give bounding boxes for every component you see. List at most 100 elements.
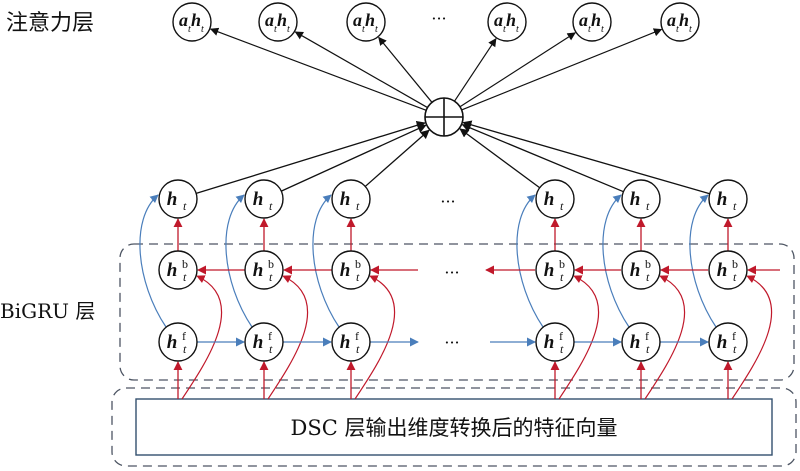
- hidden-state-node-symbol: h: [717, 189, 728, 210]
- forward-state-node-superscript: f: [732, 329, 736, 343]
- hidden-state-node-subscript: t: [183, 199, 187, 213]
- forward-state-node-symbol: h: [167, 332, 178, 353]
- forward-state-node-symbol: h: [717, 332, 728, 353]
- input-to-backward-curve: [644, 275, 686, 400]
- sum-to-attention-arrow: [461, 28, 663, 111]
- attention-hidden-symbol: h: [679, 10, 689, 30]
- hidden-state-node-subscript: t: [560, 199, 564, 213]
- attention-weight-symbol: a: [494, 10, 503, 30]
- forward-state-node-superscript: f: [268, 329, 272, 343]
- attention-hidden-subscript: t: [516, 24, 519, 35]
- forward-state-node-symbol: h: [630, 332, 641, 353]
- backward-state-node-superscript: b: [182, 257, 188, 271]
- attention-weight-subscript: t: [588, 24, 591, 35]
- hidden-to-sum-arrow: [462, 120, 710, 195]
- forward-state-node-superscript: f: [355, 329, 359, 343]
- sum-to-attention-arrow: [459, 32, 576, 108]
- forward-state-node-subscript: t: [183, 342, 187, 356]
- backward-state-node-symbol: h: [253, 260, 264, 281]
- hidden-state-node-symbol: h: [340, 189, 351, 210]
- attention-weight-subscript: t: [503, 24, 506, 35]
- ellipsis-attention: ···: [431, 9, 446, 28]
- attention-weight-subscript: t: [274, 24, 277, 35]
- backward-state-node-subscript: t: [269, 270, 273, 284]
- backward-state-node-superscript: b: [559, 257, 565, 271]
- hidden-state-node-subscript: t: [356, 199, 360, 213]
- hidden-state-node-subscript: t: [733, 199, 737, 213]
- backward-state-node-subscript: t: [560, 270, 564, 284]
- sum-to-attention-arrow: [209, 27, 427, 111]
- forward-to-hidden-curve: [516, 194, 544, 328]
- hidden-to-sum-arrow: [281, 124, 427, 192]
- forward-state-node-superscript: f: [559, 329, 563, 343]
- backward-state-node-subscript: t: [356, 270, 360, 284]
- backward-state-node-symbol: h: [340, 260, 351, 281]
- attention-weight-subscript: t: [188, 24, 191, 35]
- attention-hidden-symbol: h: [365, 10, 375, 30]
- backward-state-node-superscript: b: [732, 257, 738, 271]
- input-to-backward-curve: [267, 275, 309, 400]
- forward-to-hidden-curve: [225, 194, 253, 328]
- input-to-backward-curve: [354, 275, 396, 400]
- ellipsis-hidden: ···: [440, 192, 455, 211]
- attention-hidden-subscript: t: [689, 24, 692, 35]
- sum-to-attention-arrow: [454, 37, 497, 102]
- attention-layer-label: 注意力层: [6, 11, 94, 36]
- hidden-to-sum-arrow: [195, 120, 426, 195]
- ellipsis-forward: ···: [444, 333, 459, 352]
- input-to-backward-curve: [181, 275, 223, 400]
- bigru-layer-box: [119, 243, 795, 381]
- backward-state-node-subscript: t: [646, 270, 650, 284]
- ellipsis-backward: ···: [444, 263, 459, 282]
- forward-state-node-superscript: f: [182, 329, 186, 343]
- attention-weight-symbol: a: [265, 10, 274, 30]
- backward-state-node-subscript: t: [733, 270, 737, 284]
- attention-weight-symbol: a: [667, 10, 676, 30]
- forward-state-node-subscript: t: [269, 342, 273, 356]
- backward-state-node-superscript: b: [645, 257, 651, 271]
- backward-state-node-symbol: h: [167, 260, 178, 281]
- attention-weight-subscript: t: [676, 24, 679, 35]
- forward-to-hidden-curve: [602, 194, 630, 328]
- sum-node: [424, 97, 464, 137]
- dsc-output-label: DSC 层输出维度转换后的特征向量: [291, 416, 618, 440]
- sum-to-attention-arrow: [378, 36, 433, 103]
- forward-to-hidden-curve: [312, 194, 340, 328]
- forward-state-node-subscript: t: [646, 342, 650, 356]
- forward-state-node-symbol: h: [340, 332, 351, 353]
- sum-to-attention-arrow: [294, 31, 428, 109]
- attention-hidden-symbol: h: [591, 10, 601, 30]
- input-to-backward-curve: [558, 275, 600, 400]
- attention-hidden-symbol: h: [191, 10, 201, 30]
- dsc-output-box: [135, 398, 773, 456]
- attention-hidden-subscript: t: [201, 24, 204, 35]
- forward-state-node-subscript: t: [356, 342, 360, 356]
- forward-state-node-subscript: t: [733, 342, 737, 356]
- attention-hidden-subscript: t: [287, 24, 290, 35]
- forward-state-node-superscript: f: [645, 329, 649, 343]
- attention-weight-subscript: t: [362, 24, 365, 35]
- hidden-to-sum-arrow: [461, 123, 624, 193]
